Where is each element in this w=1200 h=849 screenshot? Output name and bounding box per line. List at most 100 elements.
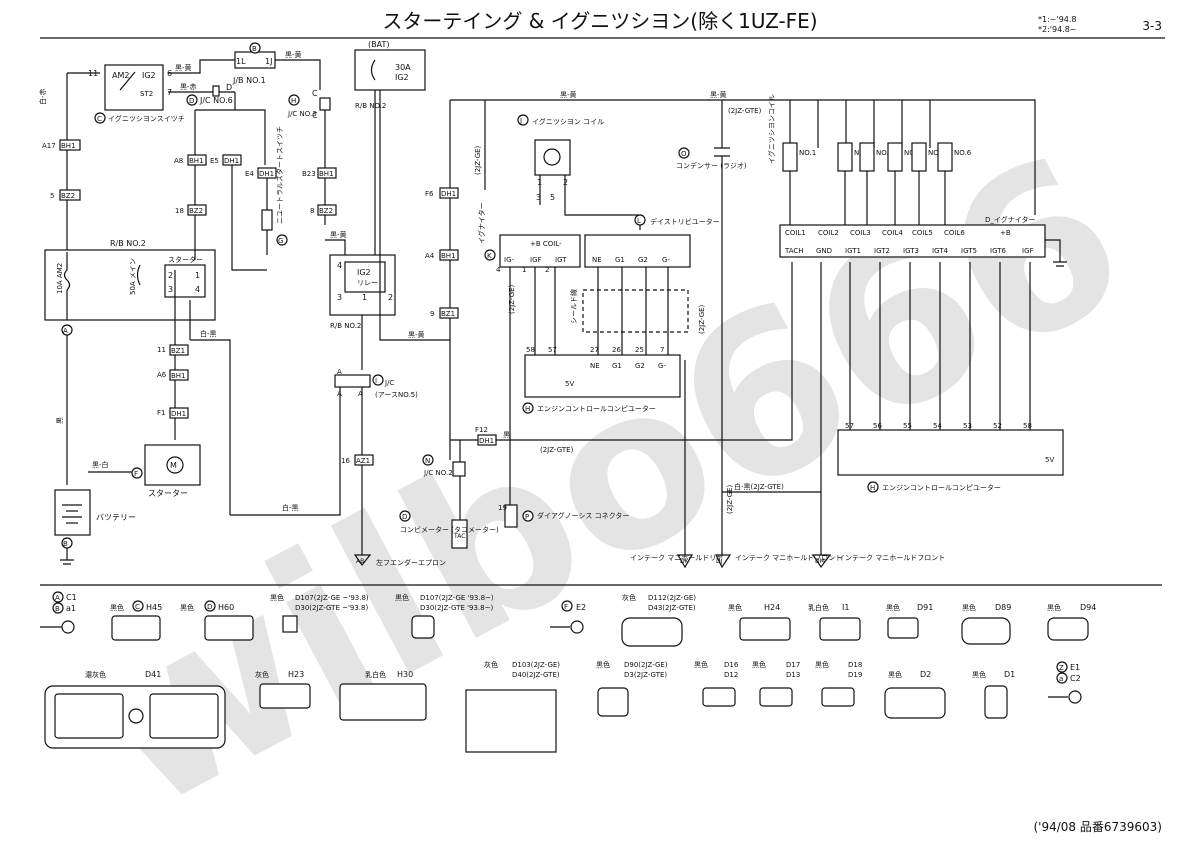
svg-text:58: 58	[526, 346, 535, 354]
bat-fuse-box	[354, 49, 426, 91]
svg-text:DH1: DH1	[259, 170, 274, 178]
svg-text:R/B NO.2: R/B NO.2	[355, 102, 386, 110]
svg-text:N: N	[425, 457, 430, 465]
svg-text:シールド線: シールド線	[569, 289, 578, 324]
svg-text:コンビメーター (タコメーター): コンビメーター (タコメーター)	[400, 525, 499, 534]
svg-text:灰色: 灰色	[622, 593, 636, 602]
svg-text:D107(2JZ-GE ~'93.8): D107(2JZ-GE ~'93.8)	[295, 594, 369, 602]
svg-text:イグナイター: イグナイター	[477, 202, 486, 244]
svg-text:ダイアグノーシス コネクター: ダイアグノーシス コネクター	[537, 511, 629, 520]
svg-text:濃灰色: 濃灰色	[85, 670, 106, 679]
svg-text:黒-黄: 黒-黄	[285, 50, 302, 59]
svg-text:白-黒: 白-黒	[282, 503, 299, 512]
svg-text:58: 58	[1023, 422, 1032, 430]
svg-text:白-赤: 白-赤	[38, 88, 47, 105]
svg-text:(2JZ-GE): (2JZ-GE)	[508, 284, 516, 314]
svg-text:4: 4	[195, 285, 200, 294]
svg-text:D107(2JZ-GE '93.8~): D107(2JZ-GE '93.8~)	[420, 594, 494, 602]
svg-text:C: C	[312, 89, 318, 98]
svg-text:イグニツシヨンコイル: イグニツシヨンコイル	[767, 94, 776, 164]
svg-text:D2: D2	[920, 670, 931, 679]
svg-text:黒-黄: 黒-黄	[560, 90, 577, 99]
svg-text:C2: C2	[1070, 674, 1081, 683]
svg-text:G2: G2	[638, 256, 648, 264]
svg-text:黒色: 黒色	[180, 603, 194, 612]
svg-text:NE: NE	[592, 256, 602, 264]
svg-text:D103(2JZ-GE): D103(2JZ-GE)	[512, 661, 560, 669]
ecu-left	[524, 354, 681, 398]
svg-text:57: 57	[845, 422, 854, 430]
svg-text:D: D	[226, 83, 232, 92]
svg-text:A: A	[337, 368, 342, 376]
svg-text:(2JZ-GE): (2JZ-GE)	[726, 484, 734, 514]
svg-text:黒色: 黒色	[596, 660, 610, 669]
svg-text:DK: DK	[680, 558, 690, 565]
svg-text:黒-黄: 黒-黄	[175, 63, 192, 72]
svg-text:D_イグナイター: D_イグナイター	[985, 215, 1035, 224]
svg-text:F1: F1	[157, 409, 165, 417]
note-2: *2:'94.8~	[1038, 25, 1077, 34]
page-title: スターテイング & イグニツシヨン(除く1UZ-FE)	[382, 9, 817, 33]
svg-text:NO.1: NO.1	[799, 149, 816, 157]
svg-text:D41: D41	[145, 670, 161, 679]
svg-text:D18: D18	[848, 661, 862, 669]
svg-text:H23: H23	[288, 670, 304, 679]
svg-text:黒-赤: 黒-赤	[180, 83, 197, 91]
svg-text:COIL6: COIL6	[944, 229, 965, 237]
svg-text:BH1: BH1	[441, 252, 456, 260]
svg-text:黒色: 黒色	[1047, 603, 1061, 612]
svg-text:E2: E2	[576, 603, 586, 612]
svg-text:H: H	[525, 405, 530, 413]
svg-text:TAC: TAC	[453, 533, 465, 540]
svg-text:D3(2JZ-GTE): D3(2JZ-GTE)	[624, 671, 667, 679]
svg-text:D1: D1	[1004, 670, 1015, 679]
svg-text:黒色: 黒色	[694, 660, 708, 669]
svg-text:(2JZ-GTE): (2JZ-GTE)	[540, 446, 574, 454]
svg-text:デイストリビユーター: デイストリビユーター	[650, 217, 720, 226]
svg-text:H: H	[870, 484, 875, 492]
svg-text:F: F	[564, 603, 568, 611]
battery-label: バツテリー	[96, 513, 136, 522]
svg-text:黒色: 黒色	[110, 603, 124, 612]
svg-text:ST2: ST2	[140, 90, 153, 98]
svg-text:18: 18	[175, 207, 184, 215]
svg-text:D12: D12	[724, 671, 738, 679]
svg-text:D40(2JZ-GTE): D40(2JZ-GTE)	[512, 671, 560, 679]
note-1: *1:~'94.8	[1038, 15, 1077, 24]
svg-text:4: 4	[496, 266, 501, 274]
svg-text:DH1: DH1	[441, 190, 456, 198]
svg-text:IGT: IGT	[555, 256, 567, 264]
svg-text:1J: 1J	[265, 57, 272, 66]
svg-text:A: A	[63, 327, 68, 335]
svg-text:K: K	[487, 252, 492, 260]
svg-text:1L: 1L	[236, 57, 246, 66]
svg-text:BH1: BH1	[319, 170, 334, 178]
ignition-coil	[534, 139, 571, 176]
svg-text:COIL4: COIL4	[882, 229, 903, 237]
svg-text:白-黒: 白-黒	[200, 329, 217, 338]
svg-text:IGT4: IGT4	[932, 247, 949, 255]
svg-text:H30: H30	[397, 670, 413, 679]
svg-text:19: 19	[498, 504, 507, 512]
svg-text:M: M	[170, 461, 177, 470]
svg-text:2: 2	[545, 266, 549, 274]
svg-text:F: F	[134, 470, 138, 478]
connector-legend: A C1 B a1 黒色 C H45 黒色 D H60 黒色 D107(2JZ-…	[40, 591, 1096, 753]
svg-text:D91: D91	[917, 603, 933, 612]
svg-text:55: 55	[903, 422, 912, 430]
svg-text:4: 4	[337, 261, 342, 270]
svg-text:5: 5	[50, 192, 54, 200]
svg-text:J/C NO.2: J/C NO.2	[423, 469, 453, 477]
svg-text:53: 53	[963, 422, 972, 430]
svg-text:GND: GND	[816, 247, 832, 255]
svg-text:3: 3	[536, 193, 541, 202]
svg-text:IGT1: IGT1	[845, 247, 861, 255]
svg-text:D17: D17	[786, 661, 800, 669]
svg-text:DH1: DH1	[224, 157, 239, 165]
svg-text:A: A	[358, 390, 363, 398]
svg-text:白-黒(2JZ-GTE): 白-黒(2JZ-GTE)	[734, 482, 784, 491]
svg-text:IG2: IG2	[395, 73, 409, 82]
svg-text:DJ: DJ	[716, 558, 723, 565]
svg-text:TACH: TACH	[784, 247, 804, 255]
svg-text:A6: A6	[157, 371, 167, 379]
